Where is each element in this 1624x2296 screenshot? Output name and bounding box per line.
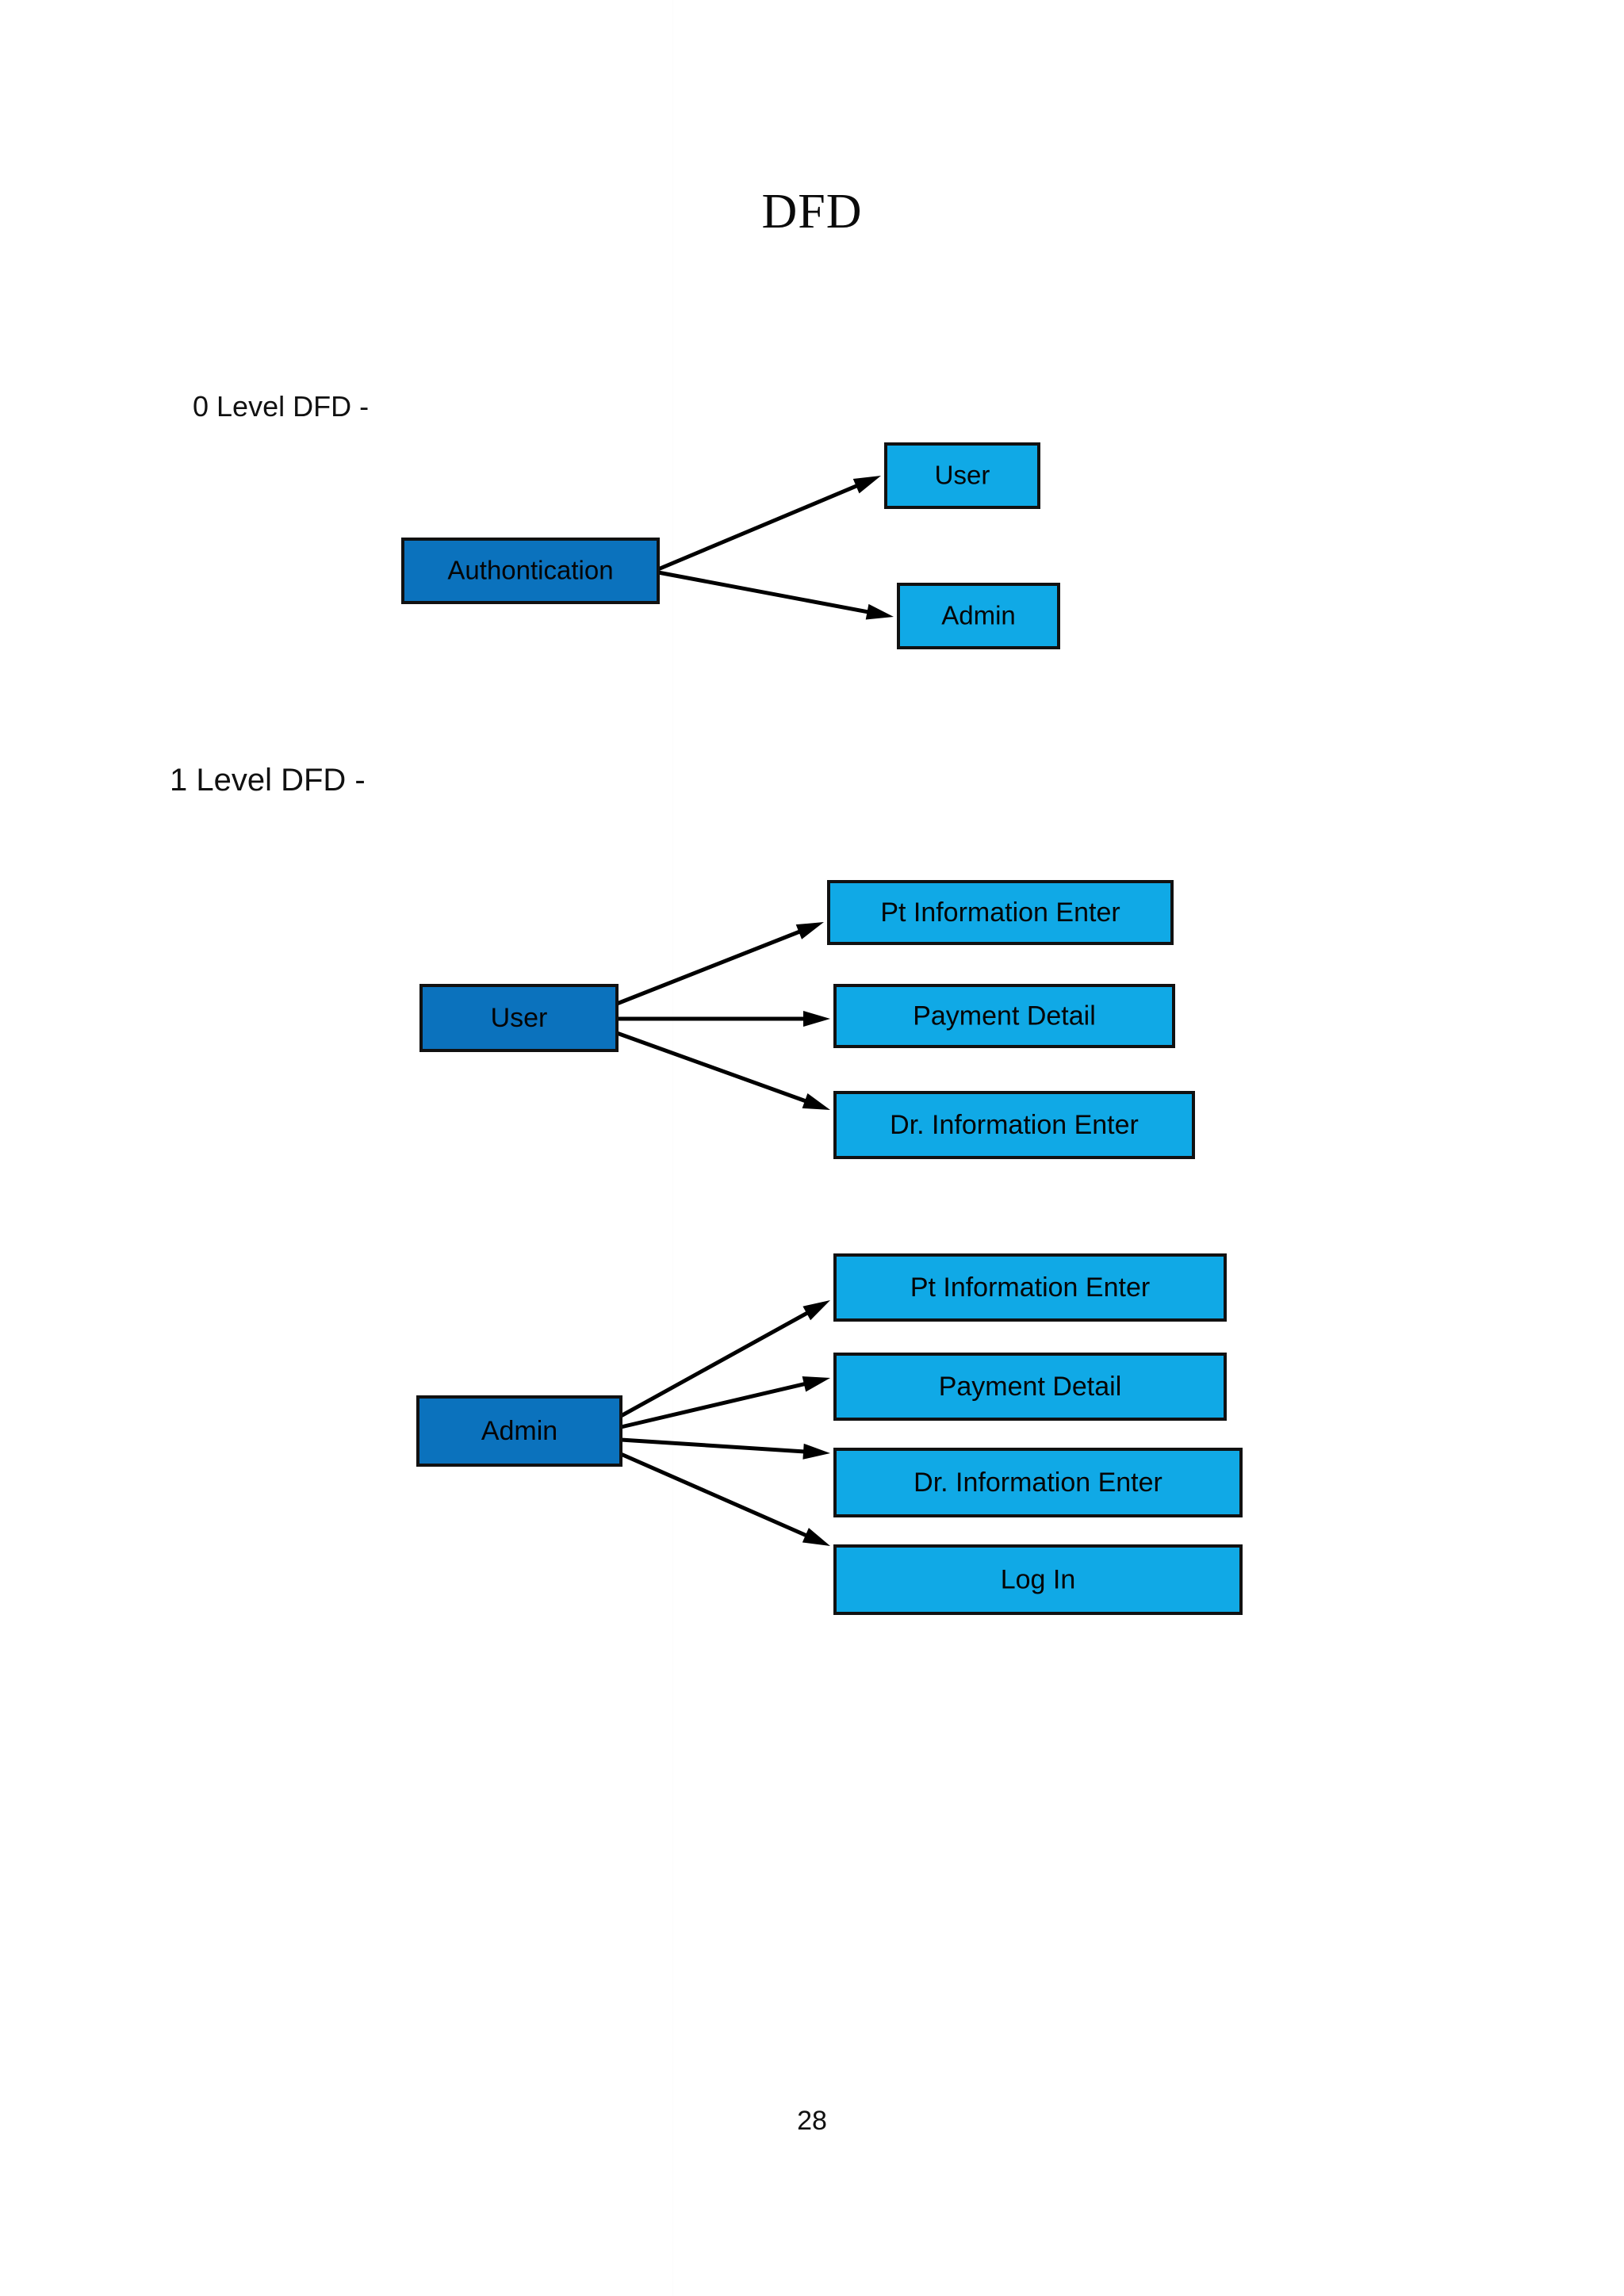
scan-seam — [672, 0, 673, 2296]
section-label-level-0: 0 Level DFD - — [193, 390, 370, 423]
admin-to-pt-information-enter-line — [619, 1310, 810, 1418]
page-number: 28 — [797, 2106, 827, 2136]
authentication-to-admin-arrowhead — [865, 603, 894, 620]
dfd-node-user-payment-detail[interactable]: Payment Detail — [833, 984, 1175, 1048]
dfd-node-admin-payment-detail[interactable]: Payment Detail — [833, 1353, 1227, 1421]
admin-to-log-in-arrowhead — [802, 1528, 830, 1546]
admin-to-payment-detail-line — [620, 1381, 808, 1429]
dfd-node-admin-source[interactable]: Admin — [416, 1395, 622, 1467]
dfd-node-box-user[interactable] — [884, 442, 1040, 509]
dfd-node-admin[interactable]: Admin — [897, 583, 1060, 649]
user-to-pt-information-enter-line — [616, 928, 803, 1006]
dfd-node-user-source[interactable]: User — [419, 984, 619, 1052]
admin-to-dr-information-enter-line — [620, 1437, 807, 1454]
dfd-node-box-user-payment-detail[interactable] — [833, 984, 1175, 1048]
dfd-node-box-admin-payment-detail[interactable] — [833, 1353, 1227, 1421]
user-to-dr-information-enter-line — [616, 1031, 809, 1104]
dfd-node-box-admin-dr-information-enter[interactable] — [833, 1448, 1243, 1517]
section-label-level-1: 1 Level DFD - — [170, 763, 366, 798]
dfd-node-admin-pt-information-enter[interactable]: Pt Information Enter — [833, 1253, 1227, 1322]
dfd-node-box-user-pt-information-enter[interactable] — [827, 880, 1174, 945]
dfd-node-user-dr-information-enter[interactable]: Dr. Information Enter — [833, 1091, 1195, 1159]
user-to-pt-information-enter-arrowhead — [795, 922, 824, 939]
dfd-node-authentication[interactable]: Authontication — [401, 538, 660, 604]
dfd-node-box-admin-source[interactable] — [416, 1395, 622, 1467]
dfd-node-user-pt-information-enter[interactable]: Pt Information Enter — [827, 880, 1174, 945]
admin-to-dr-information-enter-arrowhead — [802, 1443, 830, 1460]
page-title: DFD — [761, 185, 863, 239]
dfd-node-box-admin-log-in[interactable] — [833, 1544, 1243, 1615]
dfd-node-user[interactable]: User — [884, 442, 1040, 509]
dfd-node-box-admin-pt-information-enter[interactable] — [833, 1253, 1227, 1322]
authentication-to-user-line — [657, 483, 860, 572]
dfd-node-box-authentication[interactable] — [401, 538, 660, 604]
admin-to-log-in-line — [619, 1452, 810, 1539]
authentication-to-admin-line — [657, 570, 871, 614]
dfd-node-box-admin[interactable] — [897, 583, 1060, 649]
dfd-node-box-user-source[interactable] — [419, 984, 619, 1052]
authentication-to-user-arrowhead — [852, 476, 881, 494]
admin-to-payment-detail-arrowhead — [802, 1376, 830, 1392]
admin-to-pt-information-enter-arrowhead — [802, 1300, 830, 1321]
dfd-node-box-user-dr-information-enter[interactable] — [833, 1091, 1195, 1159]
dfd-node-admin-dr-information-enter[interactable]: Dr. Information Enter — [833, 1448, 1243, 1517]
dfd-node-admin-log-in[interactable]: Log In — [833, 1544, 1243, 1615]
user-to-payment-detail-arrowhead — [803, 1011, 830, 1027]
user-to-dr-information-enter-arrowhead — [802, 1093, 830, 1110]
